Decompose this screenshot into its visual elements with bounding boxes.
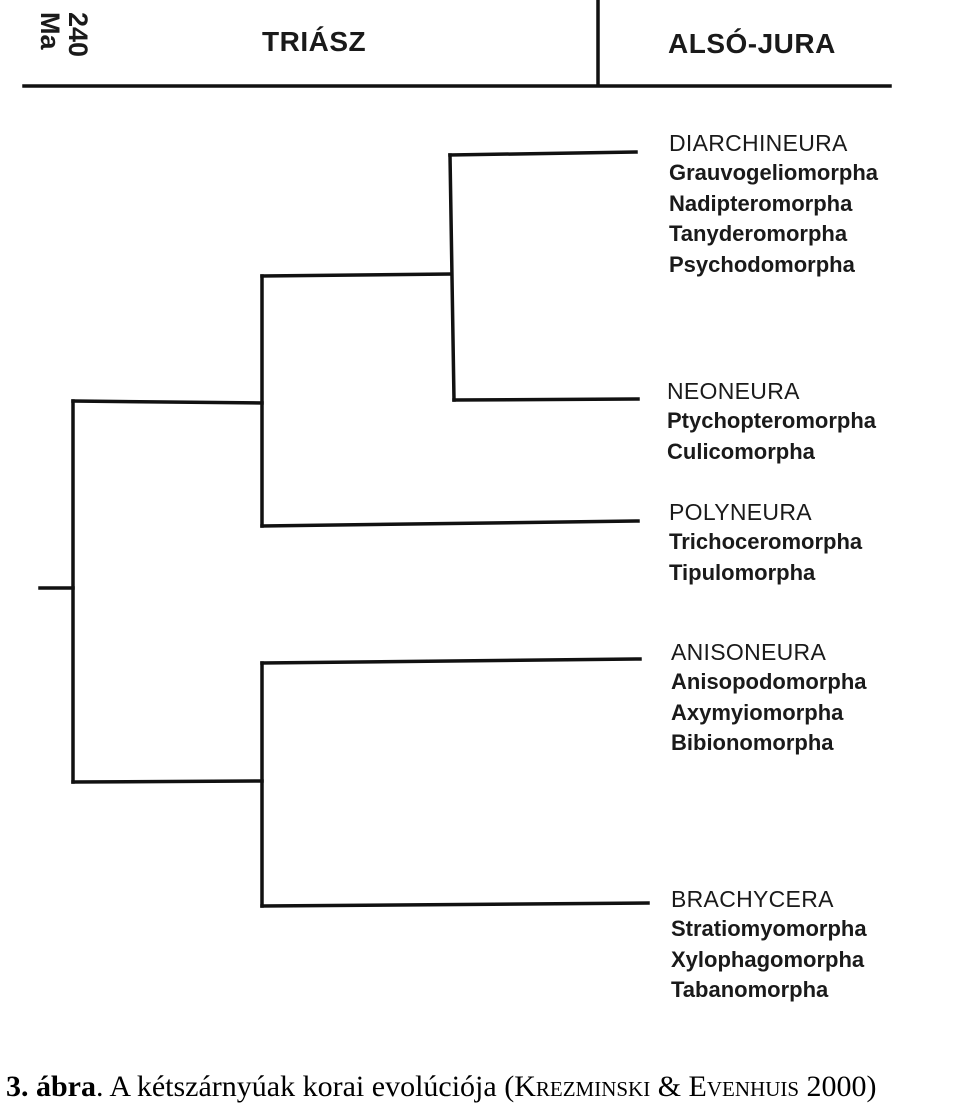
- clade-name: ANISONEURA: [671, 639, 827, 665]
- clade-member: Axymyiomorpha: [671, 699, 844, 725]
- clade-member: Tabanomorpha: [671, 977, 829, 1002]
- node-diar-neo: [448, 153, 456, 402]
- caption-ampersand: &: [650, 1070, 689, 1103]
- tip-diarchineura: [448, 150, 638, 157]
- clade-member: Tanyderomorpha: [669, 221, 848, 246]
- clade-neoneura: NEONEURA Ptychopteromorpha Culicomorpha: [667, 376, 876, 467]
- clade-member: Tipulomorpha: [669, 559, 816, 585]
- branch-upper: [71, 399, 264, 405]
- clade-diarchineura: DIARCHINEURA Grauvogeliomorpha Nadiptero…: [669, 128, 878, 280]
- tip-brachycera: [260, 901, 650, 908]
- tip-anisoneura: [260, 657, 642, 665]
- period-label-lower-jurassic: ALSÓ-JURA: [668, 28, 836, 59]
- tip-neoneura: [452, 397, 640, 402]
- cladogram-lines: [22, 0, 892, 908]
- clade-member: Ptychopteromorpha: [667, 408, 877, 433]
- time-marker-unit: Ma: [35, 12, 65, 50]
- figure-caption: 3. ábra. A kétszárnyúak korai evolúciója…: [6, 1070, 956, 1104]
- clade-brachycera: BRACHYCERA Stratiomyomorpha Xylophagomor…: [671, 884, 867, 1006]
- tip-polyneura: [260, 519, 640, 528]
- figure-number: 3. ábra: [6, 1070, 96, 1103]
- clade-member: Anisopodomorpha: [671, 669, 867, 694]
- clade-member: Grauvogeliomorpha: [669, 160, 879, 185]
- branch-diar-neo: [260, 272, 452, 278]
- clade-name: DIARCHINEURA: [669, 130, 848, 156]
- caption-author-2: Evenhuis: [688, 1070, 800, 1103]
- period-label-triassic: TRIÁSZ: [262, 26, 367, 57]
- clade-member: Nadipteromorpha: [669, 190, 853, 216]
- clade-member: Bibionomorpha: [671, 730, 834, 755]
- clade-name: BRACHYCERA: [671, 886, 834, 912]
- clade-polyneura: POLYNEURA Trichoceromorpha Tipulomorpha: [669, 497, 862, 588]
- caption-text: . A kétszárnyúak korai evolúciója (: [96, 1070, 515, 1103]
- time-marker: 240 Ma: [28, 8, 94, 68]
- clade-member: Culicomorpha: [667, 438, 815, 464]
- clade-member: Psychodomorpha: [669, 251, 855, 277]
- clade-member: Trichoceromorpha: [669, 529, 863, 554]
- clade-member: Stratiomyomorpha: [671, 916, 867, 941]
- clade-name: POLYNEURA: [669, 499, 812, 525]
- time-marker-number: 240: [63, 12, 93, 58]
- caption-author-1: Krezminski: [514, 1070, 651, 1103]
- clade-name: NEONEURA: [667, 378, 800, 404]
- clade-member: Xylophagomorpha: [671, 946, 865, 972]
- clade-anisoneura: ANISONEURA Anisopodomorpha Axymyiomorpha…: [671, 637, 867, 759]
- caption-year: 2000): [799, 1070, 877, 1103]
- branch-lower: [71, 779, 264, 784]
